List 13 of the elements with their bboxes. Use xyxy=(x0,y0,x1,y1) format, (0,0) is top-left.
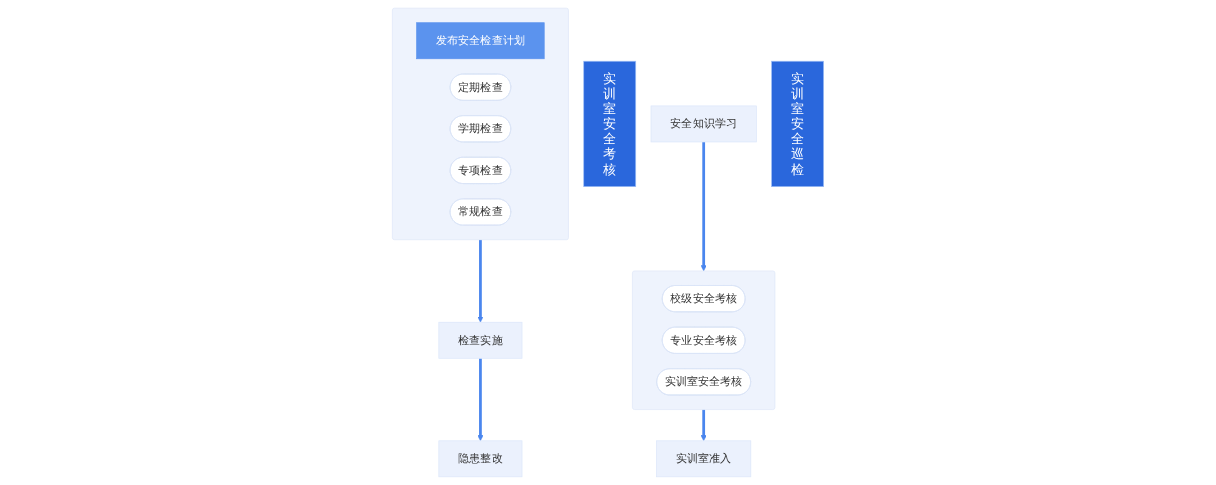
cluster xyxy=(392,7,569,241)
arrow xyxy=(477,358,484,442)
node-box: 安全知识学习 xyxy=(650,105,757,143)
arrow xyxy=(477,239,484,323)
node-box: 检查实施 xyxy=(438,321,523,359)
node-box: 发布安全检查计划 xyxy=(416,22,545,60)
arrow xyxy=(700,141,707,272)
node-box: 隐患整改 xyxy=(438,440,523,478)
node-box: 实训室安全巡检 xyxy=(771,60,824,187)
node-box: 实训室准入 xyxy=(656,440,752,478)
cluster xyxy=(632,270,776,410)
node-box: 实训室安全考核 xyxy=(583,60,637,187)
arrow xyxy=(700,409,707,442)
